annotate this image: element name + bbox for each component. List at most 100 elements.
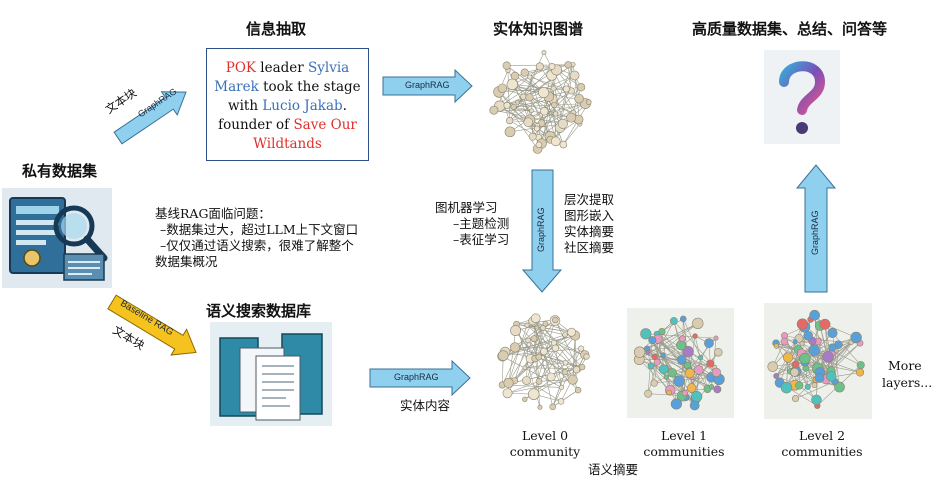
graph-node: [669, 317, 678, 325]
graph-node: [811, 382, 818, 388]
graph-node: [681, 389, 689, 397]
graph-edge: [574, 335, 577, 370]
graph-node: [692, 333, 698, 339]
title-private-data: 私有数据集: [22, 162, 98, 180]
entity-wildtands: Wildtands: [253, 136, 322, 152]
graph-node: [504, 126, 516, 138]
graph-node: [795, 381, 804, 390]
graph-edge: [567, 64, 572, 91]
graph-node: [524, 322, 530, 328]
hier-line3: 实体摘要: [564, 224, 615, 239]
graph-node: [523, 117, 534, 128]
graph-edge: [647, 348, 690, 374]
graph-edge: [552, 389, 579, 408]
graph-node: [819, 318, 831, 330]
graph-edge: [502, 356, 562, 388]
graph-edge: [502, 320, 533, 386]
graph-node: [809, 309, 820, 321]
graph-node: [644, 389, 653, 398]
graph-edge: [654, 323, 698, 358]
graph-node: [562, 85, 570, 93]
graph-edge: [830, 342, 861, 372]
graph-node: [564, 61, 572, 69]
graph-node: [531, 313, 541, 323]
graph-node: [691, 390, 703, 403]
graph-edge: [533, 348, 556, 395]
graph-node: [822, 351, 834, 363]
level1-label-line1: Level 1: [660, 428, 708, 443]
graph-node: [541, 50, 547, 56]
graph-node: [522, 396, 528, 402]
entity-lucio: Lucio Jakab: [262, 98, 343, 114]
graph-edge: [552, 348, 582, 407]
graph-node: [574, 93, 584, 104]
graph-node: [670, 398, 682, 410]
graph-node: [645, 349, 651, 355]
graphrag-top-label: GraphRAG: [405, 80, 450, 90]
graph-edge: [535, 318, 562, 388]
graph-node: [780, 381, 793, 394]
graph-node: [804, 383, 811, 390]
graphrag-up-label: GraphRAG: [810, 210, 820, 255]
graph-edge: [535, 318, 552, 378]
graph-node: [583, 353, 590, 360]
graph-node: [640, 328, 652, 340]
graph-node: [551, 344, 560, 352]
graph-node: [510, 103, 517, 110]
private-data-image: [2, 188, 112, 288]
graph-edge: [526, 324, 587, 357]
graph-node: [552, 316, 559, 324]
level2-community-graph: [764, 303, 872, 419]
graph-edge: [536, 101, 589, 129]
graph-node: [535, 377, 543, 385]
graph-node: [502, 61, 511, 70]
title-info-extract: 信息抽取: [246, 20, 307, 38]
level1-community-graph: [627, 308, 734, 418]
graph-node: [704, 338, 714, 349]
graph-node: [585, 99, 592, 105]
graph-node: [515, 99, 520, 105]
graph-edge: [572, 64, 580, 99]
more-layers-line2: layers...: [882, 375, 933, 390]
graph-node: [676, 355, 687, 365]
graph-node: [650, 379, 658, 387]
graph-node: [510, 325, 522, 337]
graph-edge: [533, 322, 540, 382]
level2-label-line2: communities: [781, 444, 863, 459]
graph-node: [497, 350, 509, 361]
graph-node: [686, 383, 697, 393]
graph-node: [559, 384, 565, 390]
graph-edge: [539, 379, 573, 382]
graph-node: [796, 318, 809, 330]
graph-node: [713, 347, 723, 357]
graph-node: [799, 352, 811, 365]
graph-edge: [509, 75, 575, 121]
question-mark-image: [764, 50, 840, 144]
graph-node: [814, 373, 825, 383]
graph-node: [562, 332, 568, 338]
graph-node: [550, 136, 561, 147]
graph-node: [546, 372, 556, 382]
graph-node: [506, 116, 514, 125]
graph-node: [550, 85, 557, 92]
graph-node: [850, 331, 862, 344]
graph-edge: [529, 76, 551, 140]
graph-edge: [555, 348, 562, 388]
hier-line4: 社区摘要: [564, 240, 615, 255]
graph-edge: [639, 359, 671, 391]
graph-node: [503, 377, 514, 389]
graph-ml-item1: –主题检测: [453, 216, 510, 231]
graph-node: [535, 353, 543, 361]
graph-node: [540, 347, 548, 356]
graph-node: [708, 383, 715, 390]
graph-node: [562, 359, 569, 366]
graph-node: [653, 358, 661, 366]
graph-edge: [647, 362, 658, 394]
graph-edge: [506, 105, 538, 150]
graph-edge: [795, 381, 835, 399]
graph-edge: [526, 347, 556, 381]
semantic-summary-label: 语义摘要: [588, 462, 639, 477]
graph-node: [658, 364, 669, 375]
graph-edge: [563, 123, 581, 145]
